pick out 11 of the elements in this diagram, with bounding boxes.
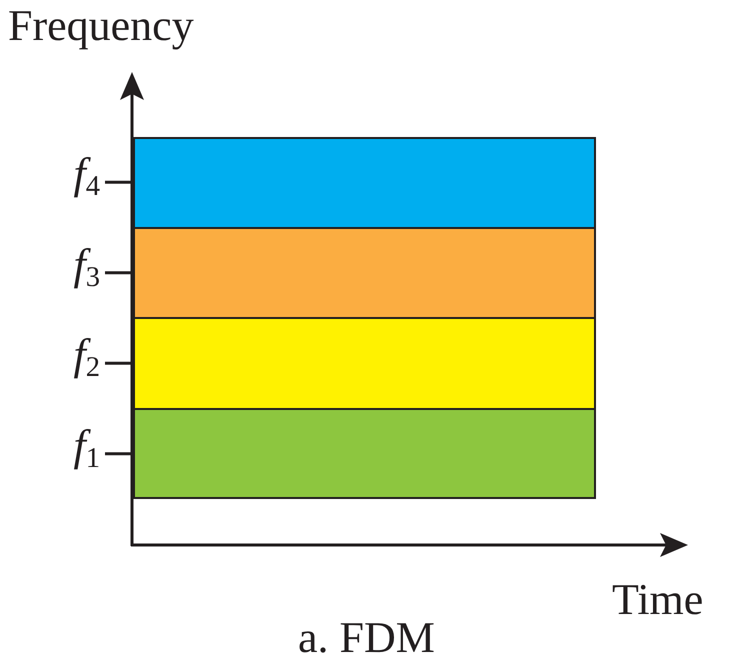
axis-title: Time bbox=[612, 578, 704, 622]
tick-label: f$_{3}$ bbox=[73, 242, 100, 292]
frequency-band bbox=[133, 137, 596, 228]
frequency-band bbox=[133, 317, 596, 410]
tick-label: f$_{1}$ bbox=[73, 424, 100, 474]
axis-title: Frequency bbox=[8, 4, 194, 48]
frequency-band bbox=[133, 226, 596, 319]
tick-label: f$_{4}$ bbox=[73, 152, 100, 202]
frequency-band bbox=[133, 408, 596, 499]
tick-label: f$_{2}$ bbox=[73, 333, 100, 383]
caption: a. FDM bbox=[298, 616, 435, 660]
